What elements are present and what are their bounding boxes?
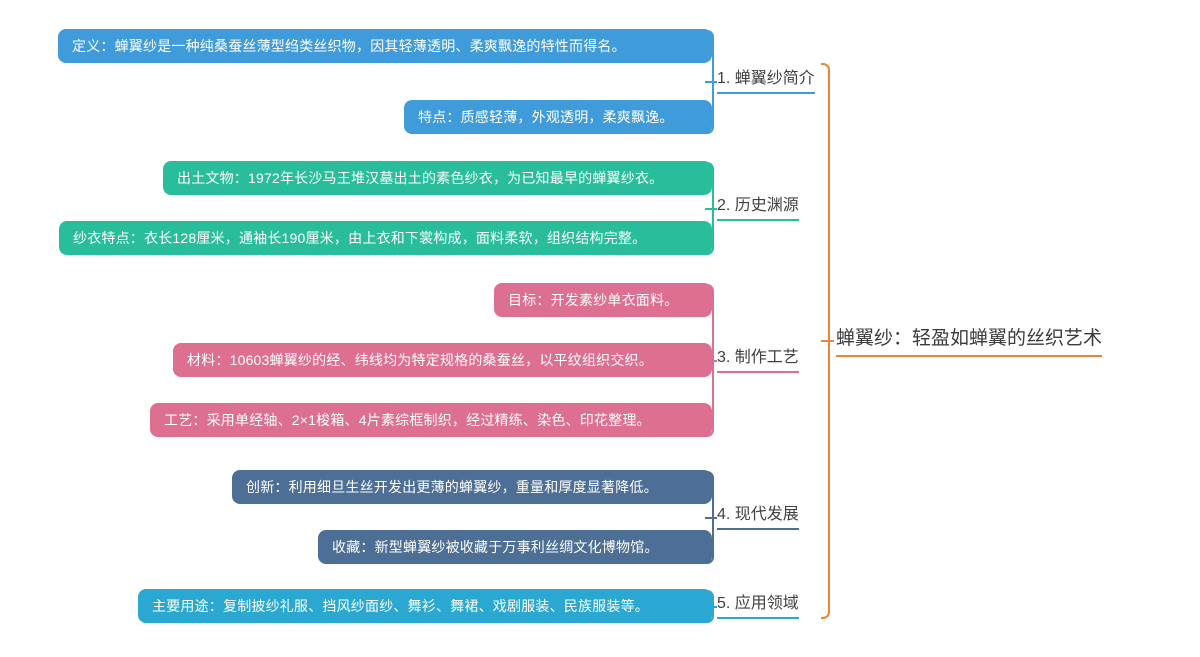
root-title[interactable]: 蝉翼纱：轻盈如蝉翼的丝织艺术 [836,328,1103,357]
leaf-node[interactable]: 纱衣特点：衣长128厘米，通袖长190厘米，由上衣和下裳构成，面料柔软，组织结构… [59,221,712,255]
leaf-node[interactable]: 创新：利用细旦生丝开发出更薄的蝉翼纱，重量和厚度显著降低。 [232,470,712,504]
leaf-node-text: 目标：开发素纱单衣面料。 [508,292,679,308]
branch-label-1[interactable]: 1. 蝉翼纱简介 [717,71,815,94]
leaf-node[interactable]: 出土文物：1972年长沙马王堆汉墓出土的素色纱衣，为已知最早的蝉翼纱衣。 [163,161,712,195]
root-bracket-stub [821,340,834,342]
branch-label-text: 1. 蝉翼纱简介 [717,70,815,87]
leaf-node[interactable]: 目标：开发素纱单衣面料。 [494,283,712,317]
leaf-node-text: 材料：10603蝉翼纱的经、纬线均为特定规格的桑蚕丝，以平纹组织交织。 [187,352,653,368]
branch-label-text: 5. 应用领域 [717,595,799,612]
leaf-node[interactable]: 工艺：采用单经轴、2×1梭箱、4片素综框制织，经过精练、染色、印花整理。 [150,403,712,437]
leaf-node[interactable]: 主要用途：复制披纱礼服、挡风纱面纱、舞衫、舞裙、戏剧服装、民族服装等。 [138,589,712,623]
leaf-node-text: 收藏：新型蝉翼纱被收藏于万事利丝绸文化博物馆。 [332,539,659,555]
branch-label-text: 4. 现代发展 [717,506,799,523]
branch-label-text: 2. 历史渊源 [717,197,799,214]
branch-label-3[interactable]: 3. 制作工艺 [717,350,799,373]
group-bracket-stub [705,81,717,83]
branch-label-text: 3. 制作工艺 [717,349,799,366]
group-bracket-stub [705,606,717,608]
leaf-node-text: 创新：利用细旦生丝开发出更薄的蝉翼纱，重量和厚度显著降低。 [246,479,658,495]
group-bracket-stub [705,360,717,362]
leaf-node-text: 特点：质感轻薄，外观透明，柔爽飘逸。 [418,109,674,125]
leaf-node-text: 纱衣特点：衣长128厘米，通袖长190厘米，由上衣和下裳构成，面料柔软，组织结构… [73,230,647,246]
leaf-node-text: 出土文物：1972年长沙马王堆汉墓出土的素色纱衣，为已知最早的蝉翼纱衣。 [177,170,664,186]
leaf-node[interactable]: 特点：质感轻薄，外观透明，柔爽飘逸。 [404,100,712,134]
leaf-node[interactable]: 定义：蝉翼纱是一种纯桑蚕丝薄型绉类丝织物，因其轻薄透明、柔爽飘逸的特性而得名。 [58,29,712,63]
branch-label-4[interactable]: 4. 现代发展 [717,507,799,530]
leaf-node-text: 定义：蝉翼纱是一种纯桑蚕丝薄型绉类丝织物，因其轻薄透明、柔爽飘逸的特性而得名。 [72,38,626,54]
root-title-text: 蝉翼纱：轻盈如蝉翼的丝织艺术 [836,328,1103,349]
branch-label-2[interactable]: 2. 历史渊源 [717,198,799,221]
leaf-node[interactable]: 材料：10603蝉翼纱的经、纬线均为特定规格的桑蚕丝，以平纹组织交织。 [173,343,712,377]
group-bracket-stub [705,208,717,210]
group-bracket-stub [705,517,717,519]
leaf-node[interactable]: 收藏：新型蝉翼纱被收藏于万事利丝绸文化博物馆。 [318,530,712,564]
leaf-node-text: 主要用途：复制披纱礼服、挡风纱面纱、舞衫、舞裙、戏剧服装、民族服装等。 [152,598,649,614]
branch-label-5[interactable]: 5. 应用领域 [717,596,799,619]
leaf-node-text: 工艺：采用单经轴、2×1梭箱、4片素综框制织，经过精练、染色、印花整理。 [164,412,651,428]
